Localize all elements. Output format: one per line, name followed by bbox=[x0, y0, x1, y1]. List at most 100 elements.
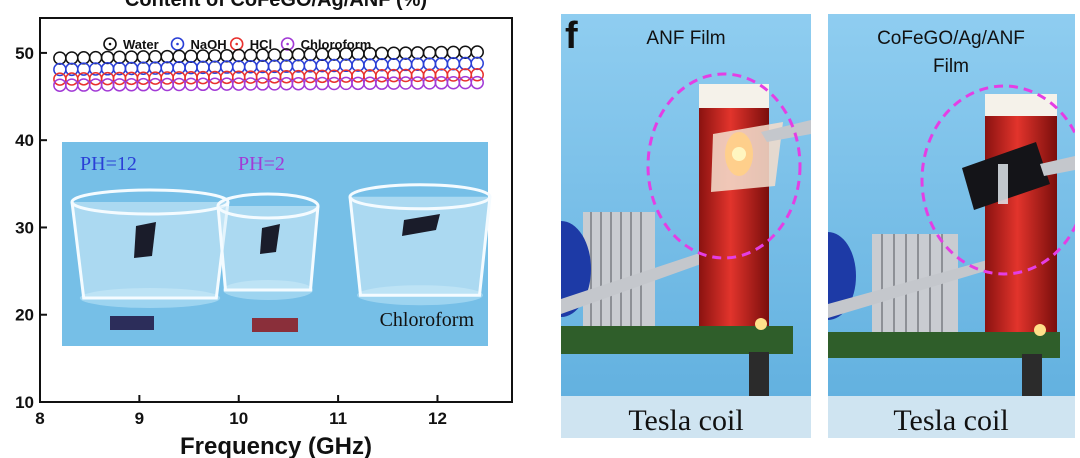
data-point-water bbox=[446, 45, 461, 60]
left-caption: ANF Film bbox=[646, 28, 725, 49]
data-point-hcl bbox=[470, 67, 484, 82]
heatsink bbox=[583, 212, 655, 342]
data-point-chloroform bbox=[243, 77, 258, 91]
inset-label-ph2: PH=2 bbox=[238, 153, 285, 175]
unlit-bulb bbox=[998, 164, 1008, 204]
data-point-water bbox=[184, 49, 198, 63]
data-point-chloroform bbox=[255, 77, 270, 91]
data-point-chloroform bbox=[267, 77, 282, 91]
photo-cofego-illustration: CoFeGO/Ag/ANF Film Tesla coil bbox=[828, 14, 1075, 438]
data-point-naoh bbox=[434, 57, 449, 71]
data-point-naoh bbox=[398, 57, 413, 72]
data-point-water bbox=[112, 50, 127, 65]
data-point-chloroform bbox=[363, 76, 377, 91]
right-caption-line2: Film bbox=[933, 56, 969, 77]
data-point-water bbox=[434, 45, 449, 60]
data-point-water bbox=[398, 46, 413, 60]
data-point-water bbox=[470, 45, 484, 59]
legend-marker-dot bbox=[176, 42, 179, 46]
data-point-water bbox=[267, 48, 282, 62]
coil-cap bbox=[985, 94, 1057, 116]
y-tick-label: 50 bbox=[15, 44, 34, 63]
coil-cap bbox=[699, 84, 769, 108]
photo-anf-illustration: f ANF Film Tesla coil bbox=[561, 14, 811, 438]
legend-label: NaOH bbox=[191, 37, 227, 52]
beaker bbox=[348, 196, 492, 297]
highlight-circle bbox=[646, 72, 802, 260]
data-point-chloroform bbox=[339, 76, 353, 91]
data-point-water bbox=[65, 51, 79, 65]
data-point-chloroform bbox=[387, 76, 401, 90]
x-tick-label: 10 bbox=[229, 409, 248, 428]
legend-marker-dot bbox=[286, 42, 289, 46]
circuit-board bbox=[828, 332, 1060, 358]
blue-glove bbox=[828, 232, 856, 320]
right-bottom-label: Tesla coil bbox=[893, 404, 1008, 437]
data-point-water bbox=[148, 49, 163, 64]
highlight-circle bbox=[920, 84, 1075, 276]
data-point-water bbox=[88, 50, 103, 65]
film-sample-dark bbox=[110, 316, 154, 330]
panel-letter: f bbox=[565, 15, 578, 57]
data-point-chloroform bbox=[410, 76, 425, 90]
beaker-rim bbox=[70, 188, 230, 216]
data-point-chloroform bbox=[458, 75, 473, 90]
data-point-water bbox=[422, 45, 437, 60]
photo-anf-film: f ANF Film Tesla coil bbox=[561, 14, 811, 438]
data-point-chloroform bbox=[291, 76, 306, 91]
legend-marker bbox=[103, 37, 117, 51]
legend-label: HCl bbox=[250, 37, 272, 52]
inset-label-ph12: PH=12 bbox=[80, 153, 137, 175]
data-point-water bbox=[53, 51, 67, 65]
legend-marker-dot bbox=[235, 42, 238, 46]
data-point-chloroform bbox=[434, 76, 449, 90]
circuit-board bbox=[561, 326, 793, 354]
legend-marker bbox=[280, 37, 295, 51]
data-point-naoh bbox=[410, 57, 425, 72]
data-point-chloroform bbox=[351, 76, 365, 91]
data-point-water bbox=[172, 49, 186, 64]
data-point-water bbox=[410, 46, 425, 60]
data-point-chloroform bbox=[327, 76, 341, 91]
data-point-water bbox=[231, 48, 246, 63]
photo-cofego-film: CoFeGO/Ag/ANF Film Tesla coil bbox=[828, 14, 1075, 438]
data-point-water bbox=[375, 46, 389, 61]
plot-frame bbox=[39, 17, 513, 403]
x-tick-label: 8 bbox=[35, 409, 44, 428]
film-in-beaker bbox=[134, 222, 156, 258]
inset-label-chloroform: Chloroform bbox=[380, 309, 475, 331]
film-sample-red bbox=[252, 318, 298, 332]
x-tick-label: 11 bbox=[329, 409, 347, 428]
data-point-chloroform bbox=[470, 75, 484, 90]
data-point-water bbox=[458, 45, 473, 59]
data-point-chloroform bbox=[375, 76, 389, 90]
data-point-water bbox=[291, 47, 306, 62]
data-point-chloroform bbox=[446, 75, 461, 90]
data-point-naoh bbox=[458, 56, 473, 71]
data-point-water bbox=[136, 50, 151, 64]
data-point-water bbox=[160, 49, 174, 64]
data-point-water bbox=[76, 51, 91, 65]
chart-title: Content of CoFeGO/Ag/ANF (%) bbox=[125, 0, 427, 11]
data-point-chloroform bbox=[422, 76, 437, 90]
right-caption-line1: CoFeGO/Ag/ANF bbox=[877, 28, 1025, 49]
data-point-chloroform bbox=[231, 77, 246, 91]
y-tick-label: 30 bbox=[15, 218, 34, 237]
data-point-chloroform bbox=[303, 76, 318, 91]
data-point-naoh bbox=[470, 56, 484, 71]
data-point-water bbox=[124, 50, 139, 64]
y-tick-label: 10 bbox=[15, 393, 34, 412]
x-tick-label: 12 bbox=[428, 409, 447, 428]
data-point-naoh bbox=[387, 57, 401, 72]
data-point-water bbox=[220, 48, 234, 63]
y-tick-label: 20 bbox=[15, 306, 34, 325]
data-point-chloroform bbox=[220, 77, 234, 91]
legend-marker-dot bbox=[108, 42, 112, 46]
data-point-water bbox=[100, 50, 115, 65]
data-point-naoh bbox=[422, 57, 437, 71]
data-point-chloroform bbox=[208, 77, 222, 91]
data-point-chloroform bbox=[398, 76, 413, 90]
legend-label: Chloroform bbox=[301, 37, 372, 52]
x-tick-label: 9 bbox=[135, 409, 144, 428]
